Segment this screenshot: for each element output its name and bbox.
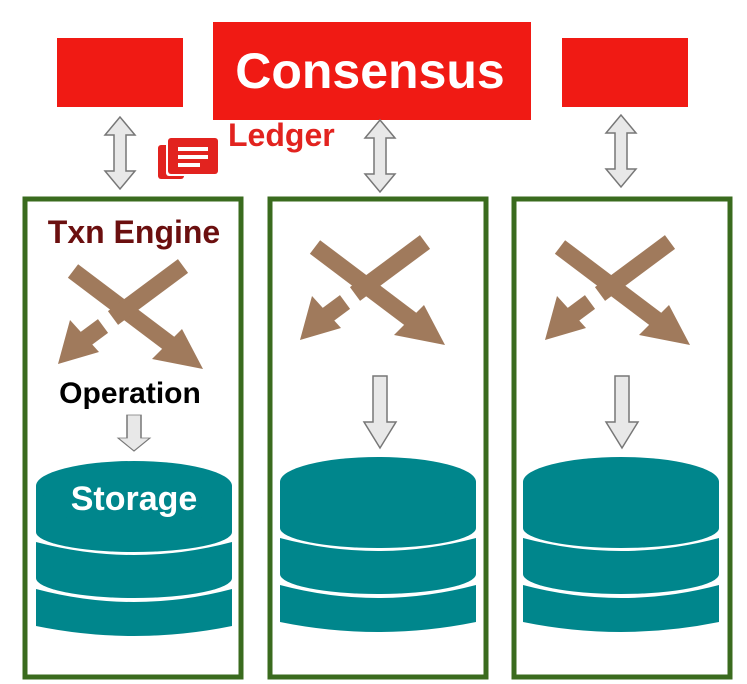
sync-arrow-right bbox=[605, 114, 637, 188]
node-box-right bbox=[511, 196, 733, 680]
txn-engine-label: Txn Engine bbox=[48, 214, 220, 250]
txn-engine-arrows-right bbox=[545, 242, 690, 345]
txn-engine-arrows-center bbox=[300, 242, 445, 345]
ledger-label: Ledger bbox=[228, 117, 335, 153]
consensus-label: Consensus bbox=[235, 43, 505, 99]
sync-arrow-left bbox=[104, 116, 136, 190]
consensus-node-left bbox=[57, 38, 183, 107]
node-box-center bbox=[267, 196, 489, 680]
txn-engine-arrows-left bbox=[58, 266, 203, 369]
storage-down-arrow-center bbox=[363, 375, 397, 449]
consensus-node-right bbox=[562, 38, 688, 107]
node-box-left bbox=[22, 196, 244, 680]
consensus-node-center bbox=[213, 22, 531, 120]
storage-label: Storage bbox=[71, 480, 198, 518]
storage-db-right bbox=[523, 457, 719, 632]
storage-down-arrow-right bbox=[605, 375, 639, 449]
operation-down-arrow bbox=[117, 414, 151, 452]
operation-label: Operation bbox=[59, 377, 201, 410]
ledger-stack-icon bbox=[158, 138, 218, 179]
sync-arrow-center bbox=[364, 119, 396, 193]
storage-db-center bbox=[280, 457, 476, 632]
